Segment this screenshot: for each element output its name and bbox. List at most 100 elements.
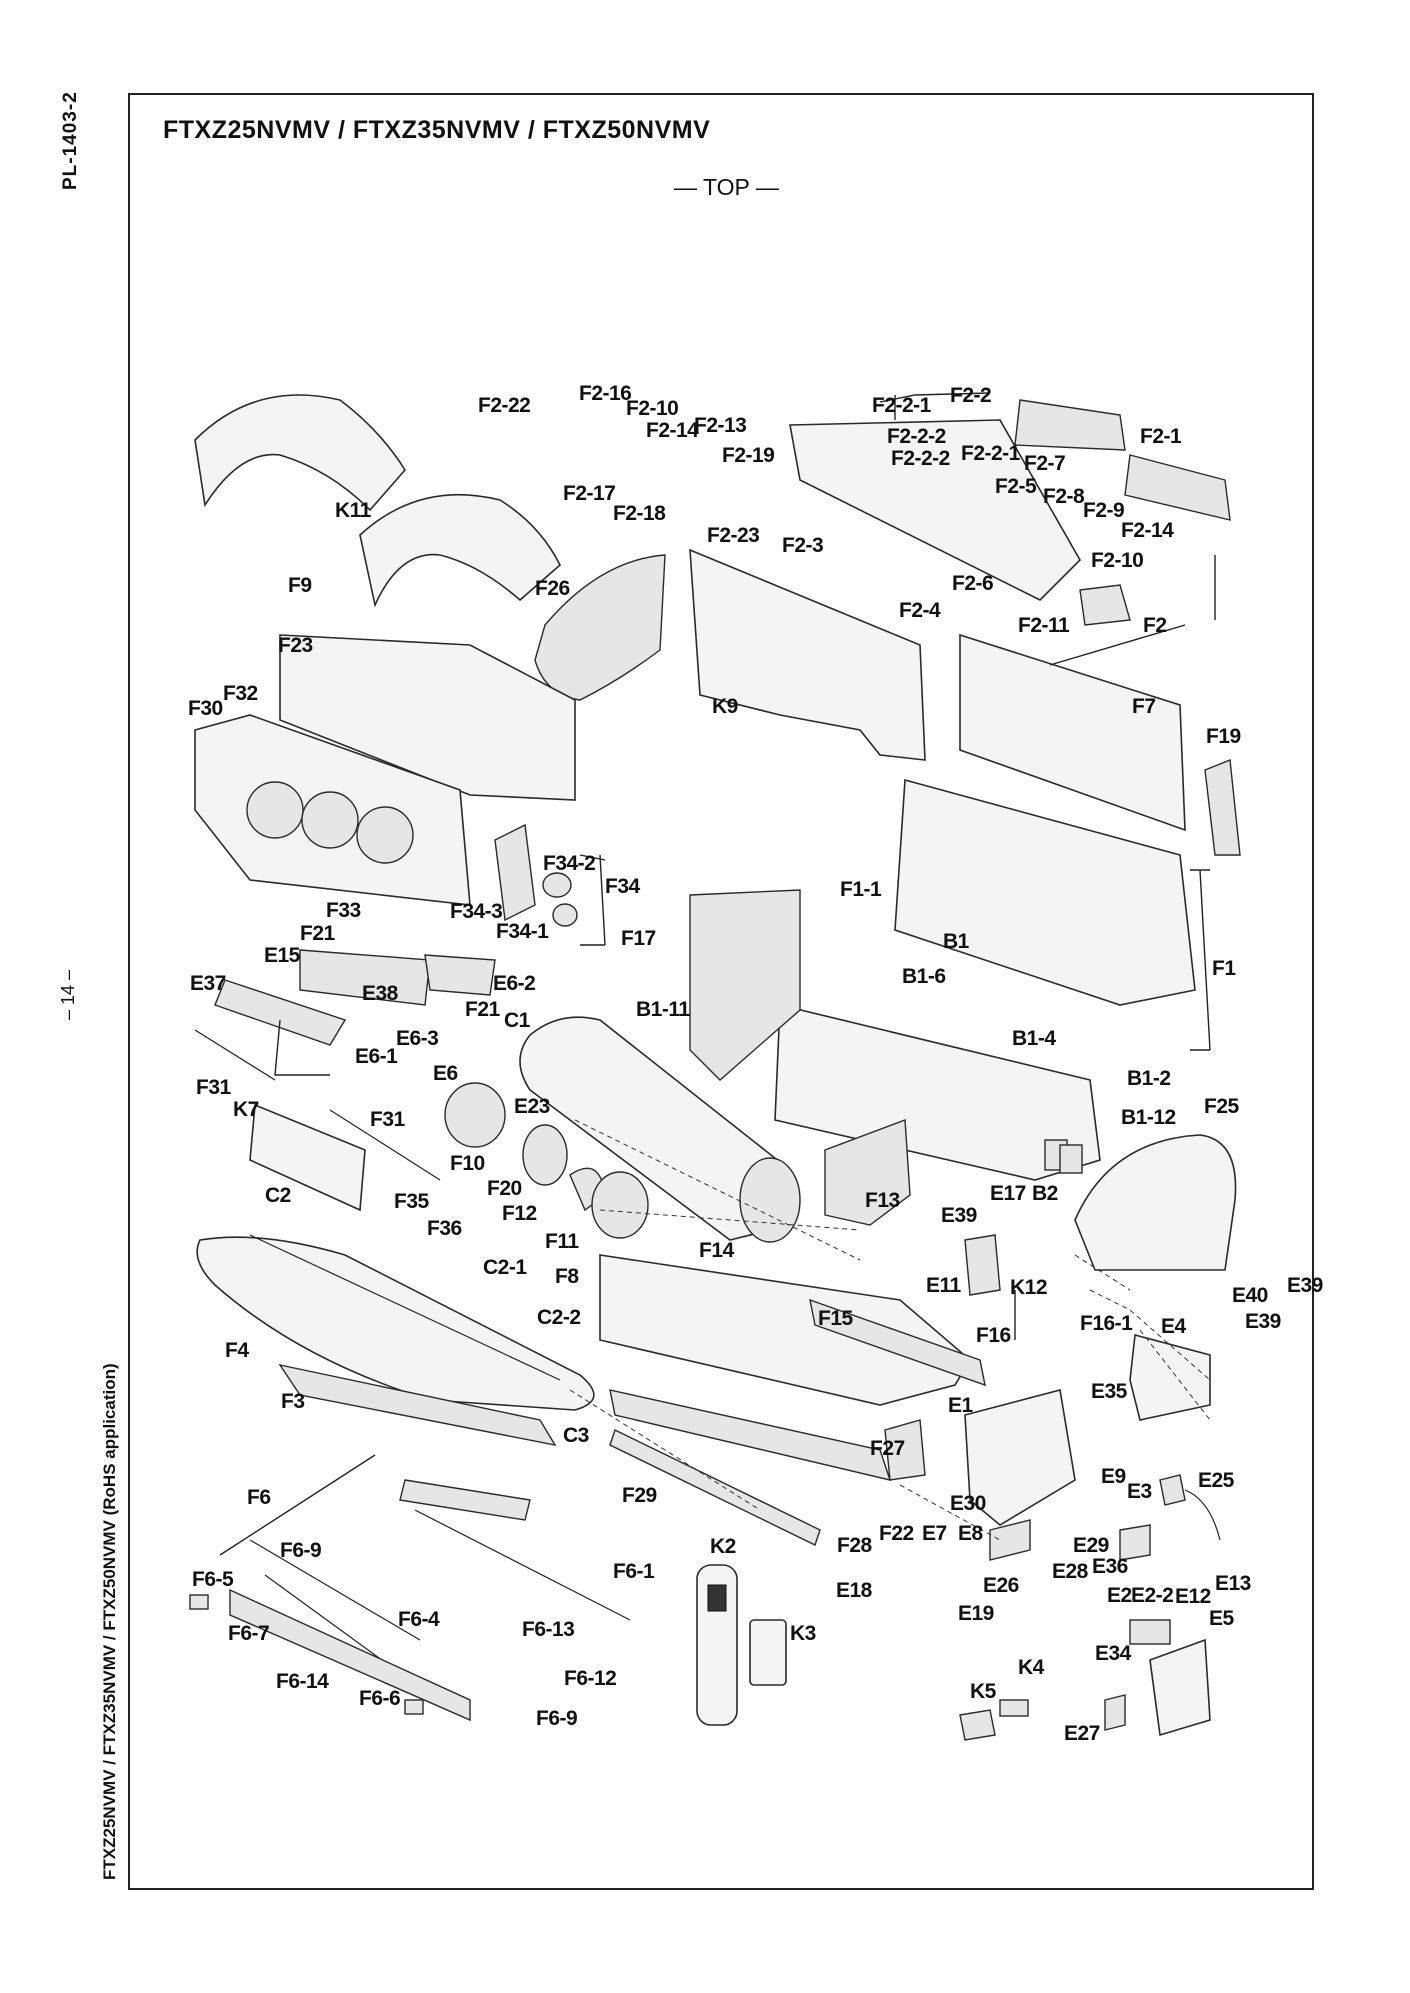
part-label: F6 [247, 1486, 271, 1509]
part-label: F2-11 [1018, 614, 1070, 637]
part-label: E2 [1107, 1584, 1132, 1607]
part-label: F14 [699, 1239, 735, 1262]
part-label: F28 [837, 1534, 873, 1557]
part-label: F16-1 [1080, 1312, 1133, 1335]
part-label: E37 [190, 972, 226, 995]
part-label: K7 [233, 1098, 259, 1121]
part-label: F27 [870, 1437, 905, 1460]
part-label: F25 [1204, 1095, 1240, 1118]
part-label: B1 [943, 930, 970, 953]
part-label: F2-14 [646, 419, 699, 442]
part-label: F2-4 [899, 599, 941, 622]
part-label: C2 [265, 1184, 291, 1207]
part-label: F1-1 [840, 878, 882, 901]
part-label: F31 [196, 1076, 232, 1099]
part-label: F2-16 [579, 382, 631, 405]
part-label: E12 [1175, 1585, 1211, 1608]
part-label: E6-2 [493, 972, 535, 995]
part-label: F6-9 [280, 1539, 321, 1562]
part-label: F34-3 [450, 900, 502, 923]
part-label: F17 [621, 927, 656, 950]
part-label: E9 [1101, 1465, 1126, 1488]
page-frame [128, 93, 1314, 1890]
part-label: E29 [1073, 1534, 1109, 1557]
part-label: F2-9 [1083, 499, 1124, 522]
part-label: F26 [535, 577, 570, 600]
part-label: F2-2-2 [887, 425, 946, 448]
part-label: E6-1 [355, 1045, 398, 1068]
part-label: F2-2 [950, 384, 991, 407]
part-label: F2-13 [694, 414, 746, 437]
part-label: F2-7 [1024, 452, 1065, 475]
part-label: K2 [710, 1535, 736, 1558]
part-label: E6 [433, 1062, 458, 1085]
part-label: F7 [1132, 695, 1156, 718]
part-label: F2 [1143, 614, 1167, 637]
part-label: E1 [948, 1394, 974, 1417]
part-label: E26 [983, 1574, 1019, 1597]
part-label: K4 [1018, 1656, 1045, 1679]
part-label: E17 [990, 1182, 1026, 1205]
part-label: E35 [1091, 1380, 1128, 1403]
part-label: K3 [790, 1622, 816, 1645]
leader-lines-and-brackets [219, 392, 1216, 1556]
part-label: F30 [188, 697, 223, 720]
part-label: E27 [1064, 1722, 1100, 1745]
part-label: E4 [1161, 1315, 1187, 1338]
part-label: B1-6 [902, 965, 946, 988]
part-label: E40 [1232, 1284, 1268, 1307]
part-label: F34 [605, 875, 641, 898]
part-label: F6-4 [398, 1608, 440, 1631]
part-label: F2-22 [478, 394, 530, 417]
part-label: E11 [926, 1274, 962, 1297]
part-label: E39 [1287, 1274, 1323, 1297]
part-label: F34-1 [496, 920, 549, 943]
part-label: F2-10 [1091, 549, 1143, 572]
part-label: F2-2-1 [872, 394, 932, 417]
part-label: B1-12 [1121, 1106, 1176, 1129]
part-label: F16 [976, 1324, 1011, 1347]
part-label: F2-1 [1140, 425, 1182, 448]
part-label: F8 [555, 1265, 579, 1288]
part-label: E3 [1127, 1480, 1152, 1503]
part-label: E30 [950, 1492, 986, 1515]
part-label: F6-6 [359, 1687, 400, 1710]
part-label: C2-1 [483, 1256, 527, 1279]
part-label: B1-4 [1012, 1027, 1056, 1050]
part-label: F9 [288, 574, 312, 597]
part-label: F6-7 [228, 1622, 269, 1645]
part-label: F11 [545, 1230, 579, 1253]
part-label: E8 [958, 1522, 984, 1545]
part-label: E2-2 [1131, 1584, 1173, 1607]
part-label: E15 [264, 944, 301, 967]
part-label: F31 [370, 1108, 406, 1131]
part-label: F2-5 [995, 475, 1037, 498]
part-label: E28 [1052, 1560, 1089, 1583]
part-label: F3 [281, 1390, 305, 1413]
part-label: E34 [1095, 1642, 1132, 1665]
part-label: E13 [1215, 1572, 1251, 1595]
part-label: K12 [1010, 1276, 1047, 1299]
part-label: B1-11 [636, 998, 690, 1021]
part-label: F2-23 [707, 524, 759, 547]
part-label: F15 [818, 1307, 854, 1330]
part-label: E19 [958, 1602, 994, 1625]
part-label: F2-2-2 [891, 447, 950, 470]
part-label: K5 [970, 1680, 997, 1703]
part-label: F2-2-1 [961, 442, 1021, 465]
part-label: F13 [865, 1189, 900, 1212]
part-label: F4 [225, 1339, 249, 1362]
part-label: F23 [278, 634, 313, 657]
part-label: F21 [300, 922, 336, 945]
part-label: E23 [514, 1095, 550, 1118]
part-label: F6-1 [613, 1560, 655, 1583]
part-label: F2-6 [952, 572, 993, 595]
part-label: F33 [326, 899, 361, 922]
part-label: F6-5 [192, 1568, 234, 1591]
part-label: B2 [1032, 1182, 1058, 1205]
part-drawings [189, 394, 1241, 1741]
part-label: F34-2 [543, 852, 595, 875]
part-label: E5 [1209, 1607, 1235, 1630]
part-label: K11 [335, 499, 372, 522]
